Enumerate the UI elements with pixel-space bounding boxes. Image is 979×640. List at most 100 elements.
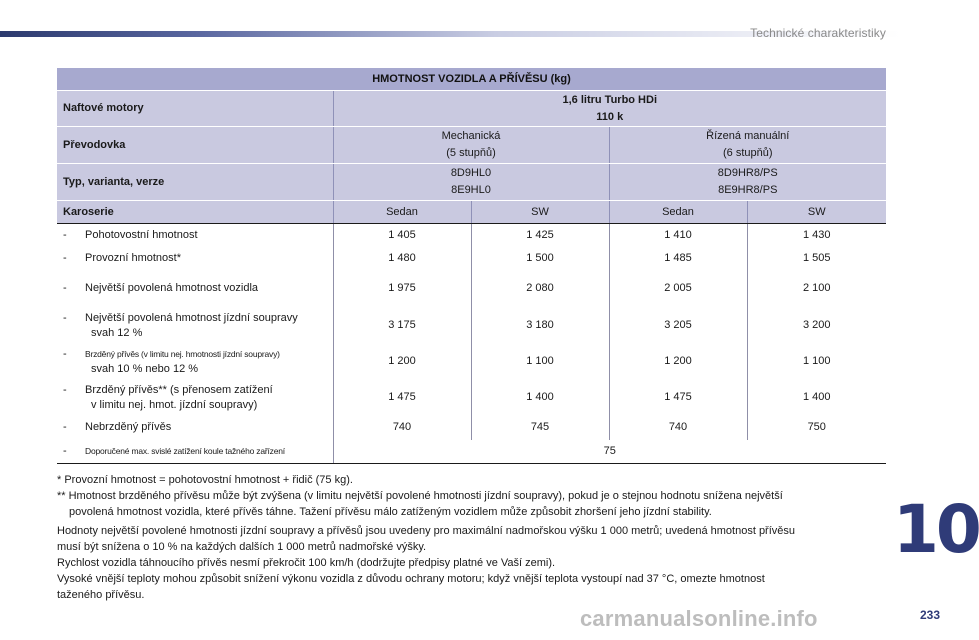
chapter-number: 10 xyxy=(893,491,979,568)
paragraph-2: Rychlost vozidla táhnoucího přívěs nesmí… xyxy=(57,557,556,569)
row-label: -Nebrzděný přívěs xyxy=(63,421,172,433)
body-col: SW xyxy=(746,200,886,224)
table-cell: 1 400 xyxy=(470,379,609,416)
table-cell: 3 200 xyxy=(746,307,886,344)
row-label-text: Nebrzděný přívěs xyxy=(85,421,172,433)
table-row: -Provozní hmotnost* 1 480 1 500 1 485 1 … xyxy=(57,247,886,270)
table-cell: 1 100 xyxy=(746,343,886,380)
table-cell: 1 475 xyxy=(332,379,471,416)
row-label: -Brzděný přívěs** (s přenosem zatížení v… xyxy=(57,380,333,416)
row-label: -Doporučené max. svislé zatížení koule t… xyxy=(57,439,333,464)
engine-value-line2: 110 k xyxy=(596,110,624,123)
gearbox-row: Převodovka Mechanická (5 stupňů) Řízená … xyxy=(57,126,886,164)
engine-value: 1,6 litru Turbo HDi 110 k xyxy=(332,90,886,127)
weight-table: HMOTNOST VOZIDLA A PŘÍVĚSU (kg) Naftové … xyxy=(57,68,886,464)
table-cell: 1 430 xyxy=(746,223,886,248)
gearbox-manual-line2: (5 stupňů) xyxy=(446,147,496,159)
header-gradient-bar xyxy=(0,31,900,37)
gearbox-manual: Mechanická (5 stupňů) xyxy=(332,126,609,164)
footnotes: * Provozní hmotnost = pohotovostní hmotn… xyxy=(57,472,897,520)
table-cell: 1 475 xyxy=(608,379,747,416)
table-cell: 1 200 xyxy=(608,343,747,380)
row-label: -Brzděný přívěs (v limitu nej. hmotnosti… xyxy=(57,344,333,380)
row-label: -Pohotovostní hmotnost xyxy=(63,229,198,242)
table-cell: 1 405 xyxy=(332,223,471,248)
table-cell: 740 xyxy=(332,415,471,440)
row-label-text: Pohotovostní hmotnost xyxy=(85,229,198,242)
row-label: -Provozní hmotnost* xyxy=(63,252,181,264)
gearbox-manual-line1: Mechanická xyxy=(441,130,501,142)
footnote-2-line1: ** Hmotnost brzděného přívěsu může být z… xyxy=(57,490,783,502)
table-cell: 1 200 xyxy=(332,343,471,380)
table-cell: 745 xyxy=(470,415,609,440)
row-label-text-2: v limitu nej. hmot. jízdní soupravy) xyxy=(91,398,258,411)
table-row: -Doporučené max. svislé zatížení koule t… xyxy=(57,439,886,464)
body-text: Hodnoty největší povolené hmotnosti jízd… xyxy=(57,523,897,603)
row-label: -Největší povolená hmotnost jízdní soupr… xyxy=(57,308,333,344)
table-cell: 1 410 xyxy=(608,223,747,248)
body-label: Karoserie xyxy=(57,200,333,224)
watermark: carmanualsonline.info xyxy=(580,606,818,631)
section-title: Technické charakteristiky xyxy=(750,26,886,40)
paragraph-3-line1: Vysoké vnější teploty mohou způsobit sní… xyxy=(57,573,765,585)
table-cell: 2 100 xyxy=(746,269,886,308)
type-row: Typ, varianta, verze 8D9HL0 8E9HL0 8D9HR… xyxy=(57,163,886,201)
row-label-text: Provozní hmotnost* xyxy=(85,252,181,264)
engine-label: Naftové motory xyxy=(57,90,333,127)
gearbox-automated-line2: (6 stupňů) xyxy=(722,147,773,159)
table-cell: 3 175 xyxy=(332,307,471,344)
table-cell: 75 xyxy=(332,439,886,464)
row-label-text: Brzděný přívěs** (s přenosem zatížení xyxy=(85,383,273,396)
type-automated-line1: 8D9HR8/PS xyxy=(717,167,778,179)
body-col: SW xyxy=(470,200,609,224)
row-label-text: Brzděný přívěs (v limitu nej. hmotnosti … xyxy=(85,348,280,359)
type-manual: 8D9HL0 8E9HL0 xyxy=(332,163,609,201)
table-cell: 2 080 xyxy=(470,269,609,308)
body-col: Sedan xyxy=(608,200,747,224)
type-label: Typ, varianta, verze xyxy=(57,163,333,201)
row-label-text-2: svah 10 % nebo 12 % xyxy=(91,362,199,375)
type-manual-line1: 8D9HL0 xyxy=(450,167,492,179)
page-number: 233 xyxy=(919,608,940,622)
table-cell: 1 485 xyxy=(608,247,747,270)
row-label-text: Největší povolená hmotnost jízdní soupra… xyxy=(85,311,298,324)
footnote-2-line2: povolená hmotnost vozidla, které přívěs … xyxy=(69,506,712,518)
gearbox-automated: Řízená manuální (6 stupňů) xyxy=(608,126,886,164)
gearbox-automated-line1: Řízená manuální xyxy=(706,130,790,142)
row-label-text: Největší povolená hmotnost vozidla xyxy=(85,282,259,294)
type-manual-line2: 8E9HL0 xyxy=(451,184,491,196)
paragraph-3-line2: taženého přívěsu. xyxy=(57,589,145,601)
table-cell: 1 505 xyxy=(746,247,886,270)
type-automated-line2: 8E9HR8/PS xyxy=(718,184,778,196)
table-row: -Pohotovostní hmotnost 1 405 1 425 1 410… xyxy=(57,223,886,248)
table-cell: 1 425 xyxy=(470,223,609,248)
table-row: -Největší povolená hmotnost vozidla 1 97… xyxy=(57,269,886,308)
footnote-1: * Provozní hmotnost = pohotovostní hmotn… xyxy=(57,474,353,486)
row-label: -Největší povolená hmotnost vozidla xyxy=(63,282,259,294)
engine-row: Naftové motory 1,6 litru Turbo HDi 110 k xyxy=(57,90,886,127)
table-cell: 1 480 xyxy=(332,247,471,270)
table-row: -Nebrzděný přívěs 740 745 740 750 xyxy=(57,415,886,440)
table-cell: 750 xyxy=(746,415,886,440)
table-cell: 1 975 xyxy=(332,269,471,308)
table-title: HMOTNOST VOZIDLA A PŘÍVĚSU (kg) xyxy=(57,68,886,91)
table-cell: 3 205 xyxy=(608,307,747,344)
row-label-text: Doporučené max. svislé zatížení koule ta… xyxy=(85,445,285,456)
type-automated: 8D9HR8/PS 8E9HR8/PS xyxy=(608,163,886,201)
body-col: Sedan xyxy=(332,200,471,224)
gearbox-label: Převodovka xyxy=(57,126,333,164)
paragraph-1-line2: musí být snížena o 10 % na každých další… xyxy=(57,541,427,553)
table-cell: 1 100 xyxy=(470,343,609,380)
body-row: Karoserie Sedan SW Sedan SW xyxy=(57,200,886,224)
table-cell: 740 xyxy=(608,415,747,440)
table-cell: 3 180 xyxy=(470,307,609,344)
table-row: -Brzděný přívěs (v limitu nej. hmotnosti… xyxy=(57,343,886,380)
engine-value-line1: 1,6 litru Turbo HDi xyxy=(562,93,658,106)
row-label-text-2: svah 12 % xyxy=(91,326,143,339)
table-cell: 2 005 xyxy=(608,269,747,308)
table-cell: 1 400 xyxy=(746,379,886,416)
table-row: -Brzděný přívěs** (s přenosem zatížení v… xyxy=(57,379,886,416)
table-title-row: HMOTNOST VOZIDLA A PŘÍVĚSU (kg) xyxy=(57,68,886,91)
paragraph-1-line1: Hodnoty největší povolené hmotnosti jízd… xyxy=(57,525,796,537)
table-cell: 1 500 xyxy=(470,247,609,270)
